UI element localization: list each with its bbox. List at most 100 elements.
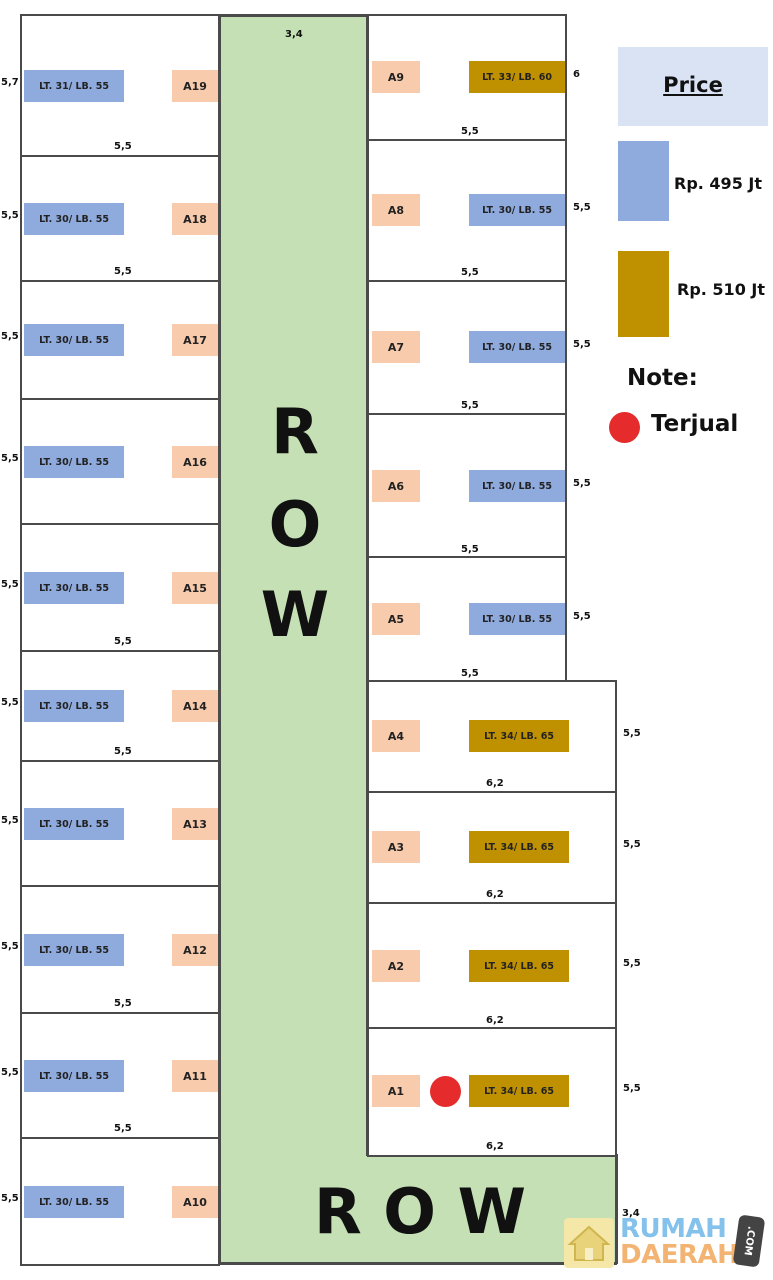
house-icon [564,1218,614,1268]
lot-id-label: A9 [372,61,420,93]
lot-bottom-dimension: 5,5 [114,636,132,647]
legend-label-495: Rp. 495 Jt [674,174,762,193]
road-left-edge [218,14,221,1264]
watermark-text-daerah: DAERAH [620,1240,739,1270]
lot-side-dimension-a16: 5,5 [1,453,19,464]
lot-size-label: LT. 31/ LB. 55 [24,70,124,102]
lot-a13: LT. 30/ LB. 55 A13 [20,760,220,887]
lot-id-label: A2 [372,950,420,982]
watermark-text-com: .COM [741,1225,757,1257]
lot-a8: A8 LT. 30/ LB. 55 5,5 [367,139,567,283]
lot-bottom-dimension: 5,5 [461,267,479,278]
lot-size-label: LT. 30/ LB. 55 [24,446,124,478]
lot-size-label: LT. 34/ LB. 65 [469,1075,569,1107]
row-road-vertical [219,14,368,1264]
lot-size-label: LT. 30/ LB. 55 [24,690,124,722]
lot-side-dimension-a6: 5,5 [573,478,591,489]
lot-id-label: A5 [372,603,420,635]
lot-size-label: LT. 30/ LB. 55 [24,1186,124,1218]
lot-bottom-dimension: 5,5 [114,266,132,277]
lot-size-label: LT. 34/ LB. 65 [469,831,569,863]
lot-bottom-dimension: 6,2 [486,1141,504,1152]
legend-price-title: Price [663,73,723,97]
lot-a3: A3 LT. 34/ LB. 65 6,2 [367,791,617,905]
row-label-horizontal: R O W [313,1175,526,1248]
lot-side-dimension-a19: 5,7 [1,77,19,88]
lot-a16: LT. 30/ LB. 55 A16 [20,398,220,525]
lot-size-label: LT. 30/ LB. 55 [469,331,565,363]
lot-side-dimension-a9: 6 [573,69,580,80]
lot-id-label: A16 [172,446,218,478]
lot-id-label: A11 [172,1060,218,1092]
lot-side-dimension-a3: 5,5 [623,839,641,850]
lot-a15: LT. 30/ LB. 55 A15 5,5 [20,523,220,652]
road-top-width: 3,4 [285,29,303,40]
road-top-edge [219,14,368,17]
sold-marker-dot [430,1076,461,1107]
lot-size-label: LT. 34/ LB. 65 [469,950,569,982]
lot-size-label: LT. 30/ LB. 55 [24,808,124,840]
legend-note-title: Note: [627,365,698,391]
lot-id-label: A13 [172,808,218,840]
watermark-text-rumah: RUMAH [620,1214,727,1244]
lot-side-dimension-a8: 5,5 [573,202,591,213]
lot-side-dimension-a17: 5,5 [1,331,19,342]
lot-bottom-dimension: 5,5 [461,668,479,679]
lot-side-dimension-a7: 5,5 [573,339,591,350]
lot-id-label: A3 [372,831,420,863]
lot-bottom-dimension: 5,5 [461,126,479,137]
legend-swatch-510 [618,251,669,337]
lot-side-dimension-a15: 5,5 [1,579,19,590]
row-letter-r: R [271,395,319,468]
lot-bottom-dimension: 6,2 [486,889,504,900]
lot-bottom-dimension: 6,2 [486,1015,504,1026]
legend-sold-label: Terjual [651,411,739,437]
lot-id-label: A10 [172,1186,218,1218]
lot-size-label: LT. 30/ LB. 55 [469,194,565,226]
lot-side-dimension-a10: 5,5 [1,1193,19,1204]
lot-bottom-dimension: 5,5 [461,544,479,555]
row-letter-o: O [268,488,322,561]
lot-id-label: A12 [172,934,218,966]
legend-swatch-495 [618,141,669,221]
lot-side-dimension-a1: 5,5 [623,1083,641,1094]
legend-sold-dot [609,412,640,443]
lot-side-dimension-a12: 5,5 [1,941,19,952]
lot-a10: LT. 30/ LB. 55 A10 [20,1137,220,1266]
road-corner-right-edge [615,1154,618,1264]
road-right-edge [366,14,369,1156]
road-bottom-width: 3,4 [622,1208,640,1219]
lot-bottom-dimension: 5,5 [114,746,132,757]
lot-id-label: A4 [372,720,420,752]
lot-id-label: A17 [172,324,218,356]
lot-bottom-dimension: 5,5 [114,998,132,1009]
lot-id-label: A19 [172,70,218,102]
lot-id-label: A8 [372,194,420,226]
lot-id-label: A15 [172,572,218,604]
legend-price-header: Price [618,47,768,126]
lot-size-label: LT. 30/ LB. 55 [24,572,124,604]
lot-id-label: A1 [372,1075,420,1107]
lot-id-label: A7 [372,331,420,363]
lot-side-dimension-a2: 5,5 [623,958,641,969]
lot-bottom-dimension: 5,5 [114,1123,132,1134]
lot-id-label: A6 [372,470,420,502]
lot-size-label: LT. 34/ LB. 65 [469,720,569,752]
lot-a1: A1 LT. 34/ LB. 65 6,2 [367,1027,617,1157]
watermark-logo: RUMAH DAERAH .COM [564,1212,769,1274]
lot-side-dimension-a18: 5,5 [1,210,19,221]
legend-label-510: Rp. 510 Jt [677,280,765,299]
lot-a5: A5 LT. 30/ LB. 55 5,5 [367,556,567,684]
row-letter-w: W [260,578,330,651]
lot-bottom-dimension: 6,2 [486,778,504,789]
lot-side-dimension-a13: 5,5 [1,815,19,826]
lot-size-label: LT. 30/ LB. 55 [469,603,565,635]
